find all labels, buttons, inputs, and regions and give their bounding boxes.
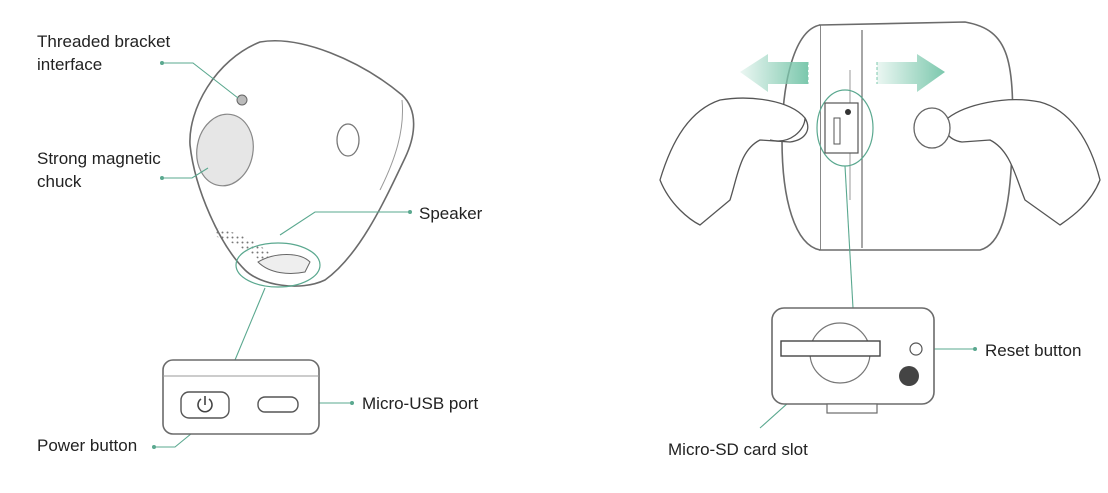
- reset-button-shape[interactable]: [909, 342, 923, 356]
- magnetic-chuck-icon: [196, 113, 254, 187]
- lens-icon: [336, 123, 360, 157]
- label-micro-usb: Micro-USB port: [362, 394, 479, 413]
- bottom-detail-icon: [257, 254, 311, 274]
- threaded-bracket-icon: [236, 94, 248, 106]
- power-icon: [197, 396, 213, 413]
- micro-sd-slot-shape: [780, 340, 881, 357]
- status-dot-icon: [899, 366, 919, 386]
- bottom-zoom-ring: [235, 242, 321, 288]
- leader-dots-left: [152, 61, 412, 449]
- label-magnetic-chuck-1: Strong magnetic: [37, 149, 161, 168]
- arrow-left-icon: [740, 54, 809, 92]
- label-speaker: Speaker: [419, 204, 483, 223]
- label-threaded-bracket-1: Threaded bracket: [37, 32, 171, 51]
- label-micro-sd: Micro-SD card slot: [668, 440, 808, 459]
- left-hand: [659, 97, 809, 226]
- label-power-button: Power button: [37, 436, 138, 455]
- micro-usb-port-shape: [257, 396, 299, 413]
- label-reset-button: Reset button: [985, 341, 1082, 360]
- arrow-right-icon: [876, 54, 945, 92]
- label-magnetic-chuck-2: chuck: [37, 172, 82, 191]
- right-button-icon: [913, 107, 951, 149]
- speaker-grill-icon: [214, 228, 272, 262]
- label-threaded-bracket-2: interface: [37, 55, 103, 74]
